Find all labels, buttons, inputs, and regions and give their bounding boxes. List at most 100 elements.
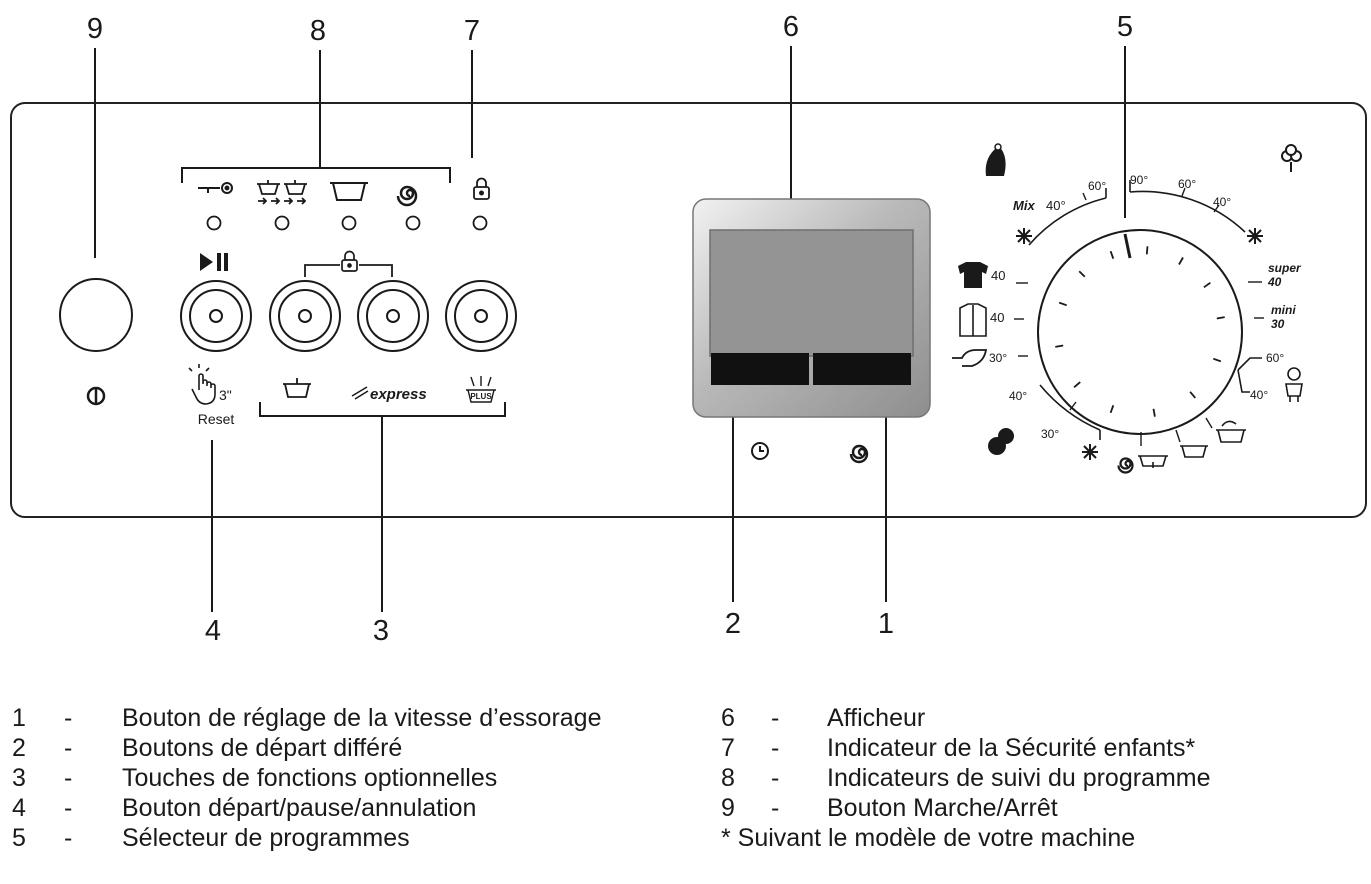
legend-dash: - — [771, 734, 780, 762]
option-button-rinse-plus[interactable] — [445, 280, 517, 352]
legend-dash: - — [64, 764, 73, 792]
rinse-plus-label: PLUS — [470, 392, 492, 401]
wool-ball-icon — [988, 428, 1014, 455]
legend-number: 4 — [12, 794, 26, 822]
dial-tick-mark — [1213, 204, 1220, 213]
legend-item: 2 - Boutons de départ différé — [12, 733, 602, 763]
legend-text: Bouton départ/pause/annulation — [122, 794, 477, 822]
super-label: super — [1268, 261, 1302, 275]
dial-tick-mark — [1175, 429, 1181, 443]
legend-text: Indicateurs de suivi du programme — [827, 764, 1211, 792]
legend-dash: - — [771, 704, 780, 732]
legend-number: 8 — [721, 764, 735, 792]
mini-temp: 30 — [1271, 317, 1285, 331]
callout-8: 8 — [310, 15, 326, 47]
callout-6: 6 — [783, 11, 799, 43]
delay-start-button[interactable] — [711, 353, 809, 385]
super-temp: 40 — [1267, 275, 1282, 289]
dial-inner-tick — [1073, 381, 1081, 388]
mix-label: Mix — [1013, 198, 1035, 213]
temp-40-cotton: 40° — [1213, 195, 1231, 209]
legend-number: 5 — [12, 824, 26, 852]
rinse-tub-icon — [1180, 445, 1208, 458]
legend-dash: - — [64, 734, 73, 762]
legend-number: 7 — [721, 734, 735, 762]
snowflake-icon — [1247, 228, 1263, 244]
legend-text: Touches de fonctions optionnelles — [122, 764, 498, 792]
snowflake-icon — [1016, 228, 1032, 244]
callout-7: 7 — [464, 15, 480, 47]
legend-text: Afficheur — [827, 704, 926, 732]
legend-number: 3 — [12, 764, 26, 792]
dial-inner-tick — [1178, 257, 1184, 265]
panel-frame — [10, 102, 1367, 518]
option-button-express[interactable] — [357, 280, 429, 352]
dial-inner-tick — [1203, 281, 1211, 289]
start-pause-button[interactable] — [180, 280, 252, 352]
lock-bracket — [304, 264, 393, 277]
callout-3: 3 — [373, 615, 389, 647]
temp-wool-40: 40° — [1009, 389, 1027, 403]
legend-text: Indicateur de la Sécurité enfants* — [827, 734, 1196, 762]
legend-text: Bouton Marche/Arrêt — [827, 794, 1058, 822]
dial-inner-tick — [1078, 270, 1086, 278]
legend-item: 8 - Indicateurs de suivi du programme — [721, 763, 1211, 793]
legend-item: 7 - Indicateur de la Sécurité enfants* — [721, 733, 1211, 763]
dial-tick-mark — [1181, 187, 1186, 197]
temp-baby-40: 40° — [1250, 388, 1268, 402]
power-icon — [86, 386, 106, 406]
temp-60-mix: 60° — [1088, 179, 1106, 193]
hand-wash-icon — [952, 349, 988, 367]
wash-tub-icon — [330, 182, 368, 201]
dial-inner-tick — [1109, 250, 1115, 260]
legend-item: 3 - Touches de fonctions optionnelles — [12, 763, 602, 793]
prewash-icon — [283, 378, 311, 398]
legend-number: 2 — [12, 734, 26, 762]
rinse-plus-icon — [466, 376, 496, 403]
legend-dash: - — [64, 824, 73, 852]
reset-label: Reset — [198, 411, 235, 427]
legend-dash: - — [64, 794, 73, 822]
rinse-arrows-icon — [257, 180, 307, 205]
legend-item: 4 - Bouton départ/pause/annulation — [12, 793, 602, 823]
dial-inner-tick — [1189, 391, 1196, 399]
dial-tick-mark — [1205, 417, 1213, 429]
legend-left-column: 1 - Bouton de réglage de la vitesse d’esso… — [12, 703, 602, 853]
legend-item: 9 - Bouton Marche/Arrêt — [721, 793, 1211, 823]
legend-number: 9 — [721, 794, 735, 822]
express-speed-icon — [351, 386, 369, 400]
legend-dash: - — [771, 794, 780, 822]
spin-speed-button[interactable] — [813, 353, 911, 385]
child-lock-indicator-icon — [473, 177, 490, 200]
dial-tick-mark — [1069, 401, 1077, 411]
legend-number: 1 — [12, 704, 26, 732]
legend-dash: - — [64, 704, 73, 732]
delicate-hand-tub-icon — [1216, 420, 1246, 443]
temp-hand-30: 30° — [989, 351, 1007, 365]
dial-inner-tick — [1055, 344, 1064, 348]
legend-footnote: * Suivant le modèle de votre machine — [721, 823, 1211, 853]
dial-inner-tick — [1058, 301, 1068, 307]
legend-text: Sélecteur de programmes — [122, 824, 410, 852]
baby-icon — [1285, 367, 1303, 402]
callout-4: 4 — [205, 615, 221, 647]
program-dial[interactable] — [1037, 229, 1243, 435]
control-panel-diagram: 9 8 7 6 5 4 3 2 1 — [10, 11, 1367, 647]
drain-spin-icon — [1117, 457, 1134, 474]
temp-90: 90° — [1130, 173, 1148, 187]
legend-item: 5 - Sélecteur de programmes — [12, 823, 602, 853]
key-icon — [198, 182, 233, 194]
callout-2: 2 — [725, 608, 741, 640]
legend-text: Boutons de départ différé — [122, 734, 403, 762]
dial-range-arcs — [1028, 180, 1262, 440]
legend-right-column: 6 - Afficheur 7 - Indicateur de la Sécurité … — [721, 703, 1211, 853]
clock-icon — [751, 442, 769, 460]
legend-text: Bouton de réglage de la vitesse d’essora… — [122, 704, 602, 732]
power-button[interactable] — [59, 278, 133, 352]
option-button-prewash[interactable] — [269, 280, 341, 352]
lock-icon — [341, 250, 358, 272]
legend-number: 6 — [721, 704, 735, 732]
temp-60-cotton: 60° — [1178, 177, 1196, 191]
legend-dash: - — [771, 764, 780, 792]
shirt-icon — [958, 262, 988, 288]
